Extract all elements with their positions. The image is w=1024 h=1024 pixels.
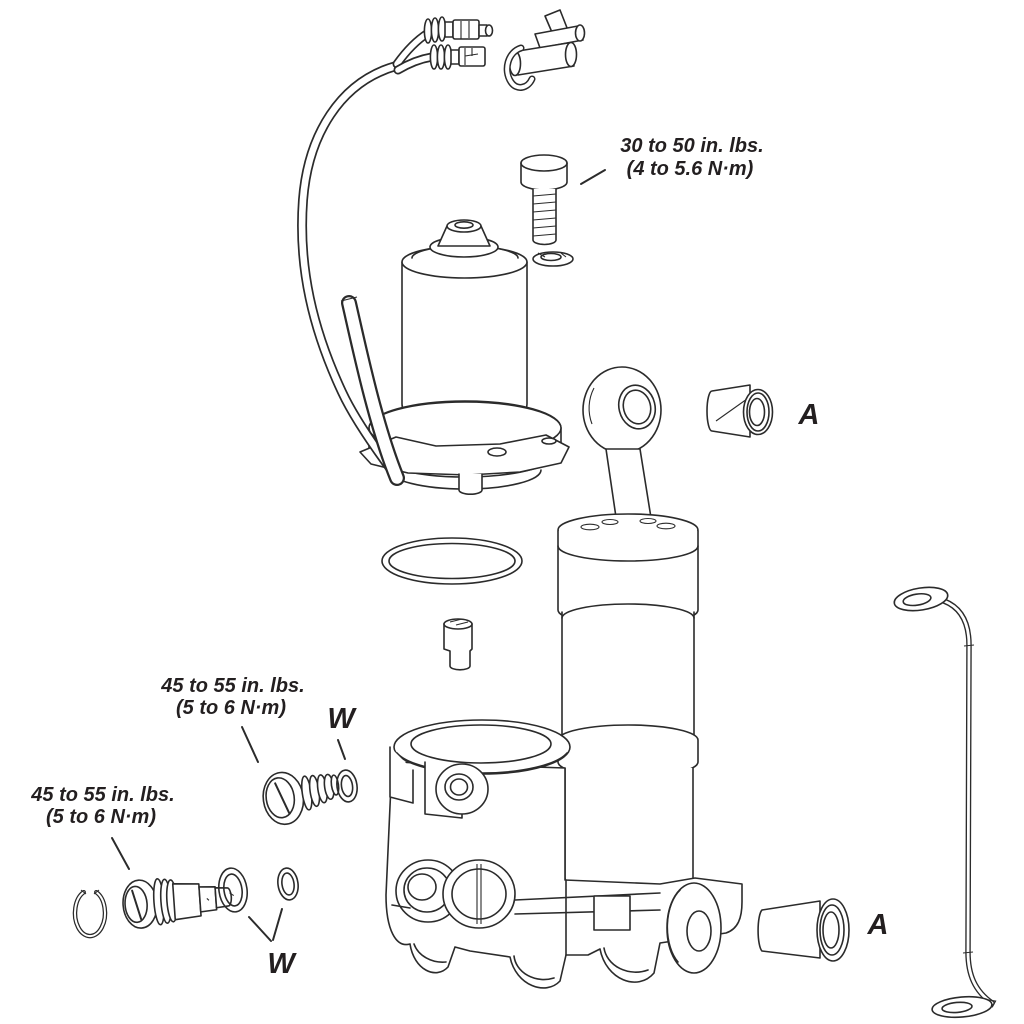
torque-label-release-valve-line1: 45 to 55 in. lbs. <box>30 784 174 806</box>
bullet-terminal-upper <box>423 16 494 44</box>
torque-label-fill-plug-line1: 45 to 55 in. lbs. <box>160 675 304 697</box>
trim-motor-wire-harness <box>297 16 494 486</box>
pump-manifold-body <box>385 719 743 989</box>
snap-ring <box>72 889 108 939</box>
ground-wire-rod <box>893 586 997 1019</box>
bushing-upper <box>706 384 774 438</box>
valve-o-ring-large <box>218 867 248 913</box>
pump-o-ring-large <box>381 537 523 585</box>
torque-label-motor-screw-line2: (4 to 5.6 N·m) <box>627 158 754 180</box>
cylinder-pivot-boss <box>666 882 722 974</box>
cap-screw <box>520 154 568 246</box>
bushing-lower <box>757 898 850 962</box>
torque-label-motor-screw-line1: 30 to 50 in. lbs. <box>620 135 763 157</box>
filter-plug <box>443 618 473 671</box>
fill-plug-o-ring <box>336 769 358 803</box>
torque-label-release-valve-line2: (5 to 6 N·m) <box>46 806 156 828</box>
oring-marker-upper-label: W <box>327 703 357 735</box>
electric-motor <box>359 219 570 495</box>
oring-marker-lower-label: W <box>267 948 297 980</box>
manual-release-valve <box>122 878 235 929</box>
fill-plug-screw <box>262 771 340 826</box>
bushing-upper-label: A <box>798 399 820 431</box>
tilt-cylinder <box>557 366 699 892</box>
bullet-terminal-lower <box>429 44 486 70</box>
valve-o-ring-small <box>277 867 299 901</box>
bushing-lower-label: A <box>867 909 889 941</box>
torque-label-fill-plug-line2: (5 to 6 N·m) <box>176 697 286 719</box>
connector-plug <box>503 9 586 91</box>
leader-lines <box>111 169 606 942</box>
lock-washer <box>532 251 574 267</box>
annotations: 30 to 50 in. lbs. (4 to 5.6 N·m) 45 to 5… <box>30 135 888 980</box>
